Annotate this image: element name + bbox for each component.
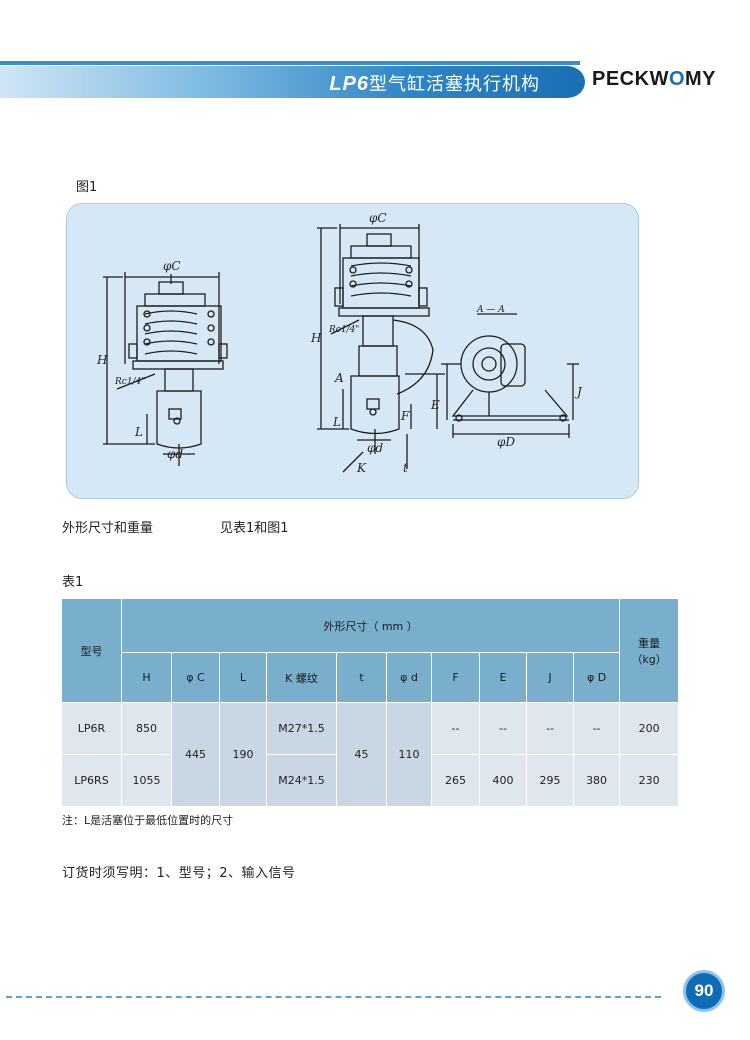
- cell-weight: 200: [619, 702, 680, 755]
- col-group-header: 外形尺寸（ mm ）: [120, 598, 621, 653]
- label-phi-dd: φD: [497, 435, 515, 449]
- logo-mid: O: [668, 68, 686, 90]
- cell-j: --: [526, 702, 574, 755]
- subheader-f: F: [431, 652, 480, 703]
- label-t: t: [403, 461, 408, 475]
- table-row: LP6R 850 445 190 M27*1.5 45 110 -- -- --…: [61, 702, 680, 807]
- title-text: 型气缸活塞执行机构: [369, 74, 540, 95]
- subheader-j: J: [526, 652, 574, 703]
- cell-j: 295: [526, 754, 574, 807]
- cell-phi-d: 110: [386, 702, 432, 807]
- subheader-t: t: [336, 652, 387, 703]
- actuator-drawing: φC H Rc1/4" L φd φC H Rc1/4" L φd K F t …: [96, 211, 583, 475]
- subheader-phi-d: φ d: [386, 652, 432, 703]
- label-phi-d-left: φd: [167, 447, 183, 461]
- order-instructions: 订货时须写明：1、型号；2、输入信号: [62, 866, 296, 881]
- cell-phi-c: 445: [171, 702, 220, 807]
- cell-h: 1055: [121, 754, 172, 807]
- cell-k: M24*1.5: [266, 754, 337, 807]
- cell-l: 190: [219, 702, 267, 807]
- label-a-marker: A: [334, 371, 344, 385]
- col-model-header: 型号: [61, 598, 122, 703]
- label-rc-mid: Rc1/4": [328, 325, 359, 335]
- figure-panel: φC H Rc1/4" L φd φC H Rc1/4" L φd K F t …: [66, 203, 639, 499]
- cell-phi-dd: 380: [572, 754, 621, 807]
- subheader-k: K 螺纹: [266, 652, 337, 703]
- subheader-phi-dd: φ D: [572, 652, 621, 703]
- brand-logo: PECKWOMY: [592, 68, 716, 91]
- label-h-mid: H: [310, 331, 322, 345]
- cell-model: LP6R: [61, 702, 122, 755]
- cell-h: 850: [121, 702, 172, 755]
- label-k: K: [356, 461, 367, 475]
- cell-t: 45: [336, 702, 387, 807]
- label-section-aa: A — A: [476, 305, 505, 315]
- subheader-e: E: [479, 652, 527, 703]
- table-note: 注：L是活塞位于最低位置时的尺寸: [62, 814, 234, 827]
- label-phi-c-mid: φC: [369, 211, 387, 225]
- cell-e: --: [479, 702, 527, 755]
- spec-table: 型号 外形尺寸（ mm ） 重量（kg） H φ C L K 螺纹 t φ d …: [61, 598, 680, 807]
- subheader-h: H: [121, 652, 172, 703]
- logo-right: MY: [685, 68, 717, 90]
- cell-model: LP6RS: [61, 754, 122, 807]
- label-f: F: [400, 409, 410, 423]
- cell-e: 400: [479, 754, 527, 807]
- label-l-mid: L: [332, 415, 341, 429]
- table-label: 表1: [62, 575, 84, 590]
- cell-f: 265: [431, 754, 480, 807]
- cell-phi-dd: --: [572, 702, 621, 755]
- label-phi-c-left: φC: [163, 259, 181, 273]
- table-row: LP6RS 1055 M24*1.5 265 400 295 380 230: [61, 754, 680, 807]
- page-number-badge: 90: [683, 970, 725, 1012]
- cell-weight: 230: [619, 754, 680, 807]
- col-weight-header: 重量 （kg）: [619, 598, 680, 703]
- weight-header-line2: （kg）: [631, 652, 667, 666]
- subheader-phi-c: φ C: [171, 652, 220, 703]
- label-rc-left: Rc1/4": [114, 377, 145, 387]
- cell-k: M27*1.5: [266, 702, 337, 755]
- label-phi-d-mid: φd: [367, 441, 383, 455]
- figure-label: 图1: [76, 180, 98, 195]
- dims-label: 外形尺寸和重量: [62, 521, 154, 536]
- footer-dashed-rule: [6, 996, 661, 998]
- label-l-left: L: [134, 425, 143, 439]
- page-title: LP6型气缸活塞执行机构: [329, 70, 540, 96]
- cell-f: --: [431, 702, 480, 755]
- header-band: [0, 66, 585, 98]
- label-j: J: [574, 385, 583, 399]
- header-rule: [0, 61, 580, 65]
- label-e: E: [430, 398, 440, 412]
- weight-header-line1: 重量: [638, 636, 661, 650]
- title-model: LP6: [329, 73, 369, 95]
- dims-reference: 见表1和图1: [220, 521, 289, 536]
- logo-left: PECKW: [592, 68, 669, 90]
- subheader-l: L: [219, 652, 267, 703]
- label-h-left: H: [96, 353, 108, 367]
